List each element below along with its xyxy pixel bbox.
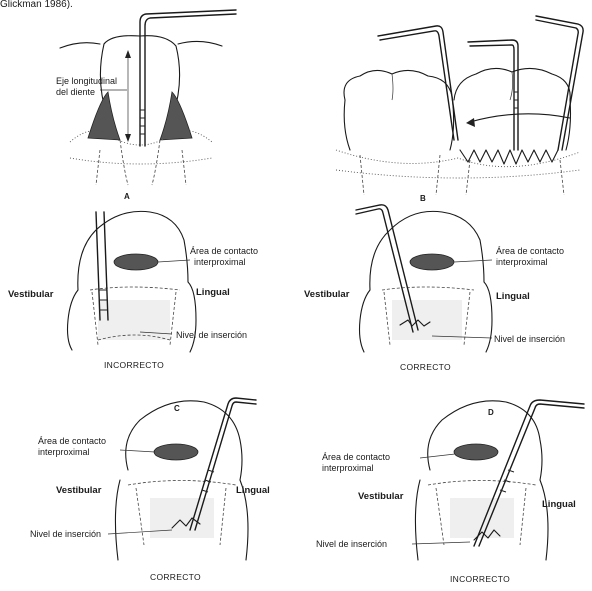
- panel-c-caption: CORRECTO: [150, 572, 201, 582]
- panel-a-vestibular: Vestibular: [8, 290, 53, 300]
- header-fragment: Glickman 1986).: [0, 0, 73, 10]
- panel-a-contact-line1: Área de contacto: [190, 246, 258, 256]
- panel-a-contact-line2: interproximal: [194, 257, 246, 267]
- panel-c-lingual: Lingual: [236, 486, 270, 496]
- panel-d-contact-line1: Área de contacto: [322, 452, 390, 462]
- panel-d-lingual: Lingual: [542, 500, 576, 510]
- panel-b-contact-line2: interproximal: [496, 257, 548, 267]
- panel-b-vestibular: Vestibular: [304, 290, 349, 300]
- panel-a-lingual: Lingual: [196, 288, 230, 298]
- panel-b-drawing: [356, 205, 492, 352]
- panel-b-insertion: Nivel de inserción: [494, 334, 565, 344]
- panel-c-insertion: Nivel de inserción: [30, 529, 101, 539]
- panel-d-contact-line2: interproximal: [322, 463, 374, 473]
- panel-a-caption: INCORRECTO: [104, 360, 164, 370]
- panel-d-caption: INCORRECTO: [450, 574, 510, 584]
- panel-b-lingual: Lingual: [496, 292, 530, 302]
- panel-d-letter: D: [488, 408, 494, 418]
- panel-d-drawing: [412, 400, 584, 560]
- panel-c-contact-line1: Área de contacto: [38, 436, 106, 446]
- panel-d-insertion: Nivel de inserción: [316, 539, 387, 549]
- panel-b-contact-line1: Área de contacto: [496, 246, 564, 256]
- panel-a-insertion: Nivel de inserción: [176, 330, 247, 340]
- panel-d-vestibular: Vestibular: [358, 492, 403, 502]
- panel-a-letter: A: [124, 192, 130, 202]
- panel-c-vestibular: Vestibular: [56, 486, 101, 496]
- tooth-long-axis-drawing: [60, 10, 236, 185]
- molars-walking-probe-drawing: [336, 16, 583, 195]
- panel-c-drawing: [108, 398, 256, 560]
- long-axis-label-line2: del diente: [56, 87, 95, 97]
- long-axis-label-line1: Eje longitudinal: [56, 76, 117, 86]
- panel-c-contact-line2: interproximal: [38, 447, 90, 457]
- panel-b-letter: B: [420, 194, 426, 204]
- panel-c-letter: C: [174, 404, 180, 414]
- panel-b-caption: CORRECTO: [400, 362, 451, 372]
